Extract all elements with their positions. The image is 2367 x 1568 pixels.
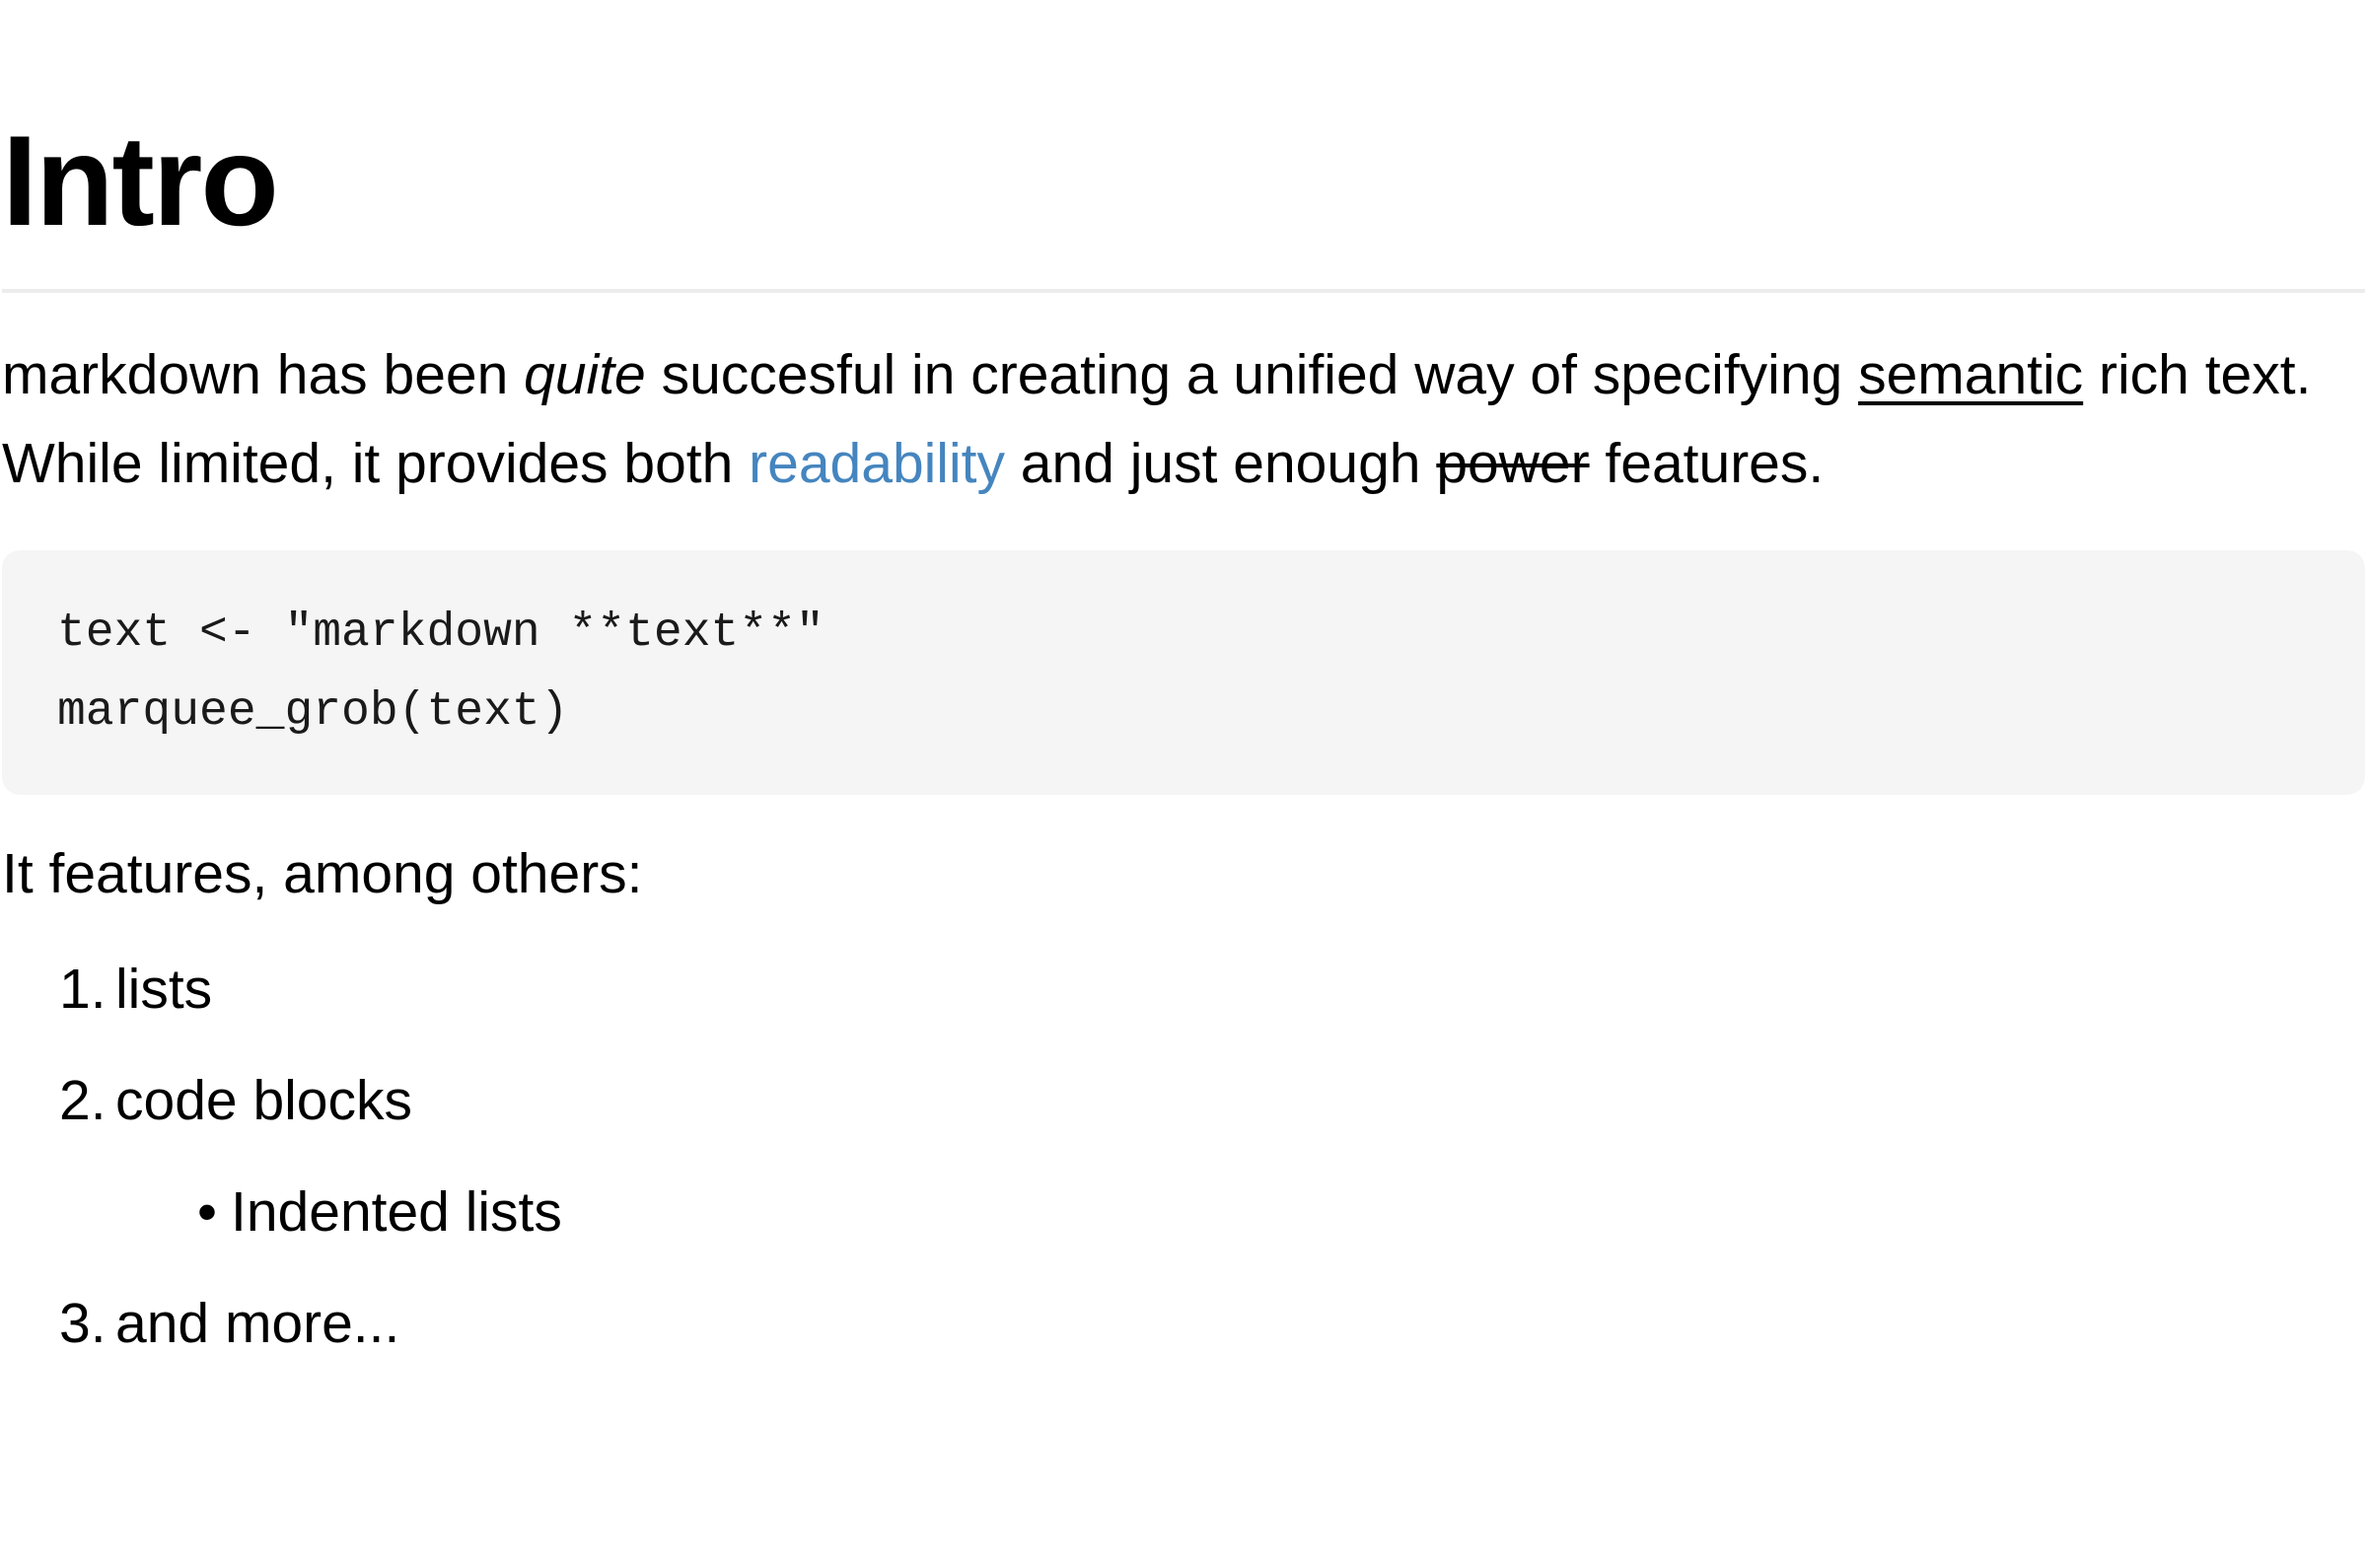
italic-text: quite bbox=[524, 343, 646, 406]
list-item-label: and more... bbox=[115, 1292, 400, 1355]
heading-divider bbox=[2, 289, 2365, 293]
code-content: text <- "markdown **text**" marquee_grob… bbox=[57, 606, 825, 739]
list-item: 1.lists bbox=[59, 945, 2365, 1033]
features-intro: It features, among others: bbox=[2, 842, 643, 905]
text-run: features. bbox=[1589, 432, 1825, 495]
text-run: succesful in creating a unified way of s… bbox=[645, 343, 1859, 406]
list-item-label: Indented lists bbox=[231, 1180, 562, 1244]
document: Intro markdown has been quite succesful … bbox=[2, 107, 2365, 1368]
features-list: 1.lists 2.code blocks •Indented lists 3.… bbox=[2, 945, 2365, 1368]
text-run: and just enough bbox=[1004, 432, 1437, 495]
readability-link[interactable]: readability bbox=[749, 432, 1005, 495]
list-item: 3.and more... bbox=[59, 1279, 2365, 1368]
nested-list: •Indented lists bbox=[115, 1168, 2365, 1256]
list-marker: 1. bbox=[59, 958, 107, 1021]
list-marker: 2. bbox=[59, 1069, 107, 1132]
text-run: While limited, it provides both bbox=[2, 432, 750, 495]
nested-list-item: •Indented lists bbox=[197, 1168, 2365, 1256]
underlined-text: semantic bbox=[1858, 343, 2084, 406]
list-item: 2.code blocks •Indented lists bbox=[59, 1056, 2365, 1256]
list-marker: 3. bbox=[59, 1292, 107, 1355]
list-item-label: code blocks bbox=[115, 1069, 413, 1132]
intro-paragraph: markdown has been quite succesful in cre… bbox=[2, 330, 2365, 508]
page-title: Intro bbox=[2, 108, 279, 252]
strikethrough-text: power bbox=[1436, 432, 1590, 495]
bullet-icon: • bbox=[197, 1180, 217, 1244]
list-item-label: lists bbox=[115, 958, 213, 1021]
text-run: rich text. bbox=[2083, 343, 2312, 406]
code-block: text <- "markdown **text**" marquee_grob… bbox=[2, 550, 2365, 795]
text-run: markdown has been bbox=[2, 343, 525, 406]
